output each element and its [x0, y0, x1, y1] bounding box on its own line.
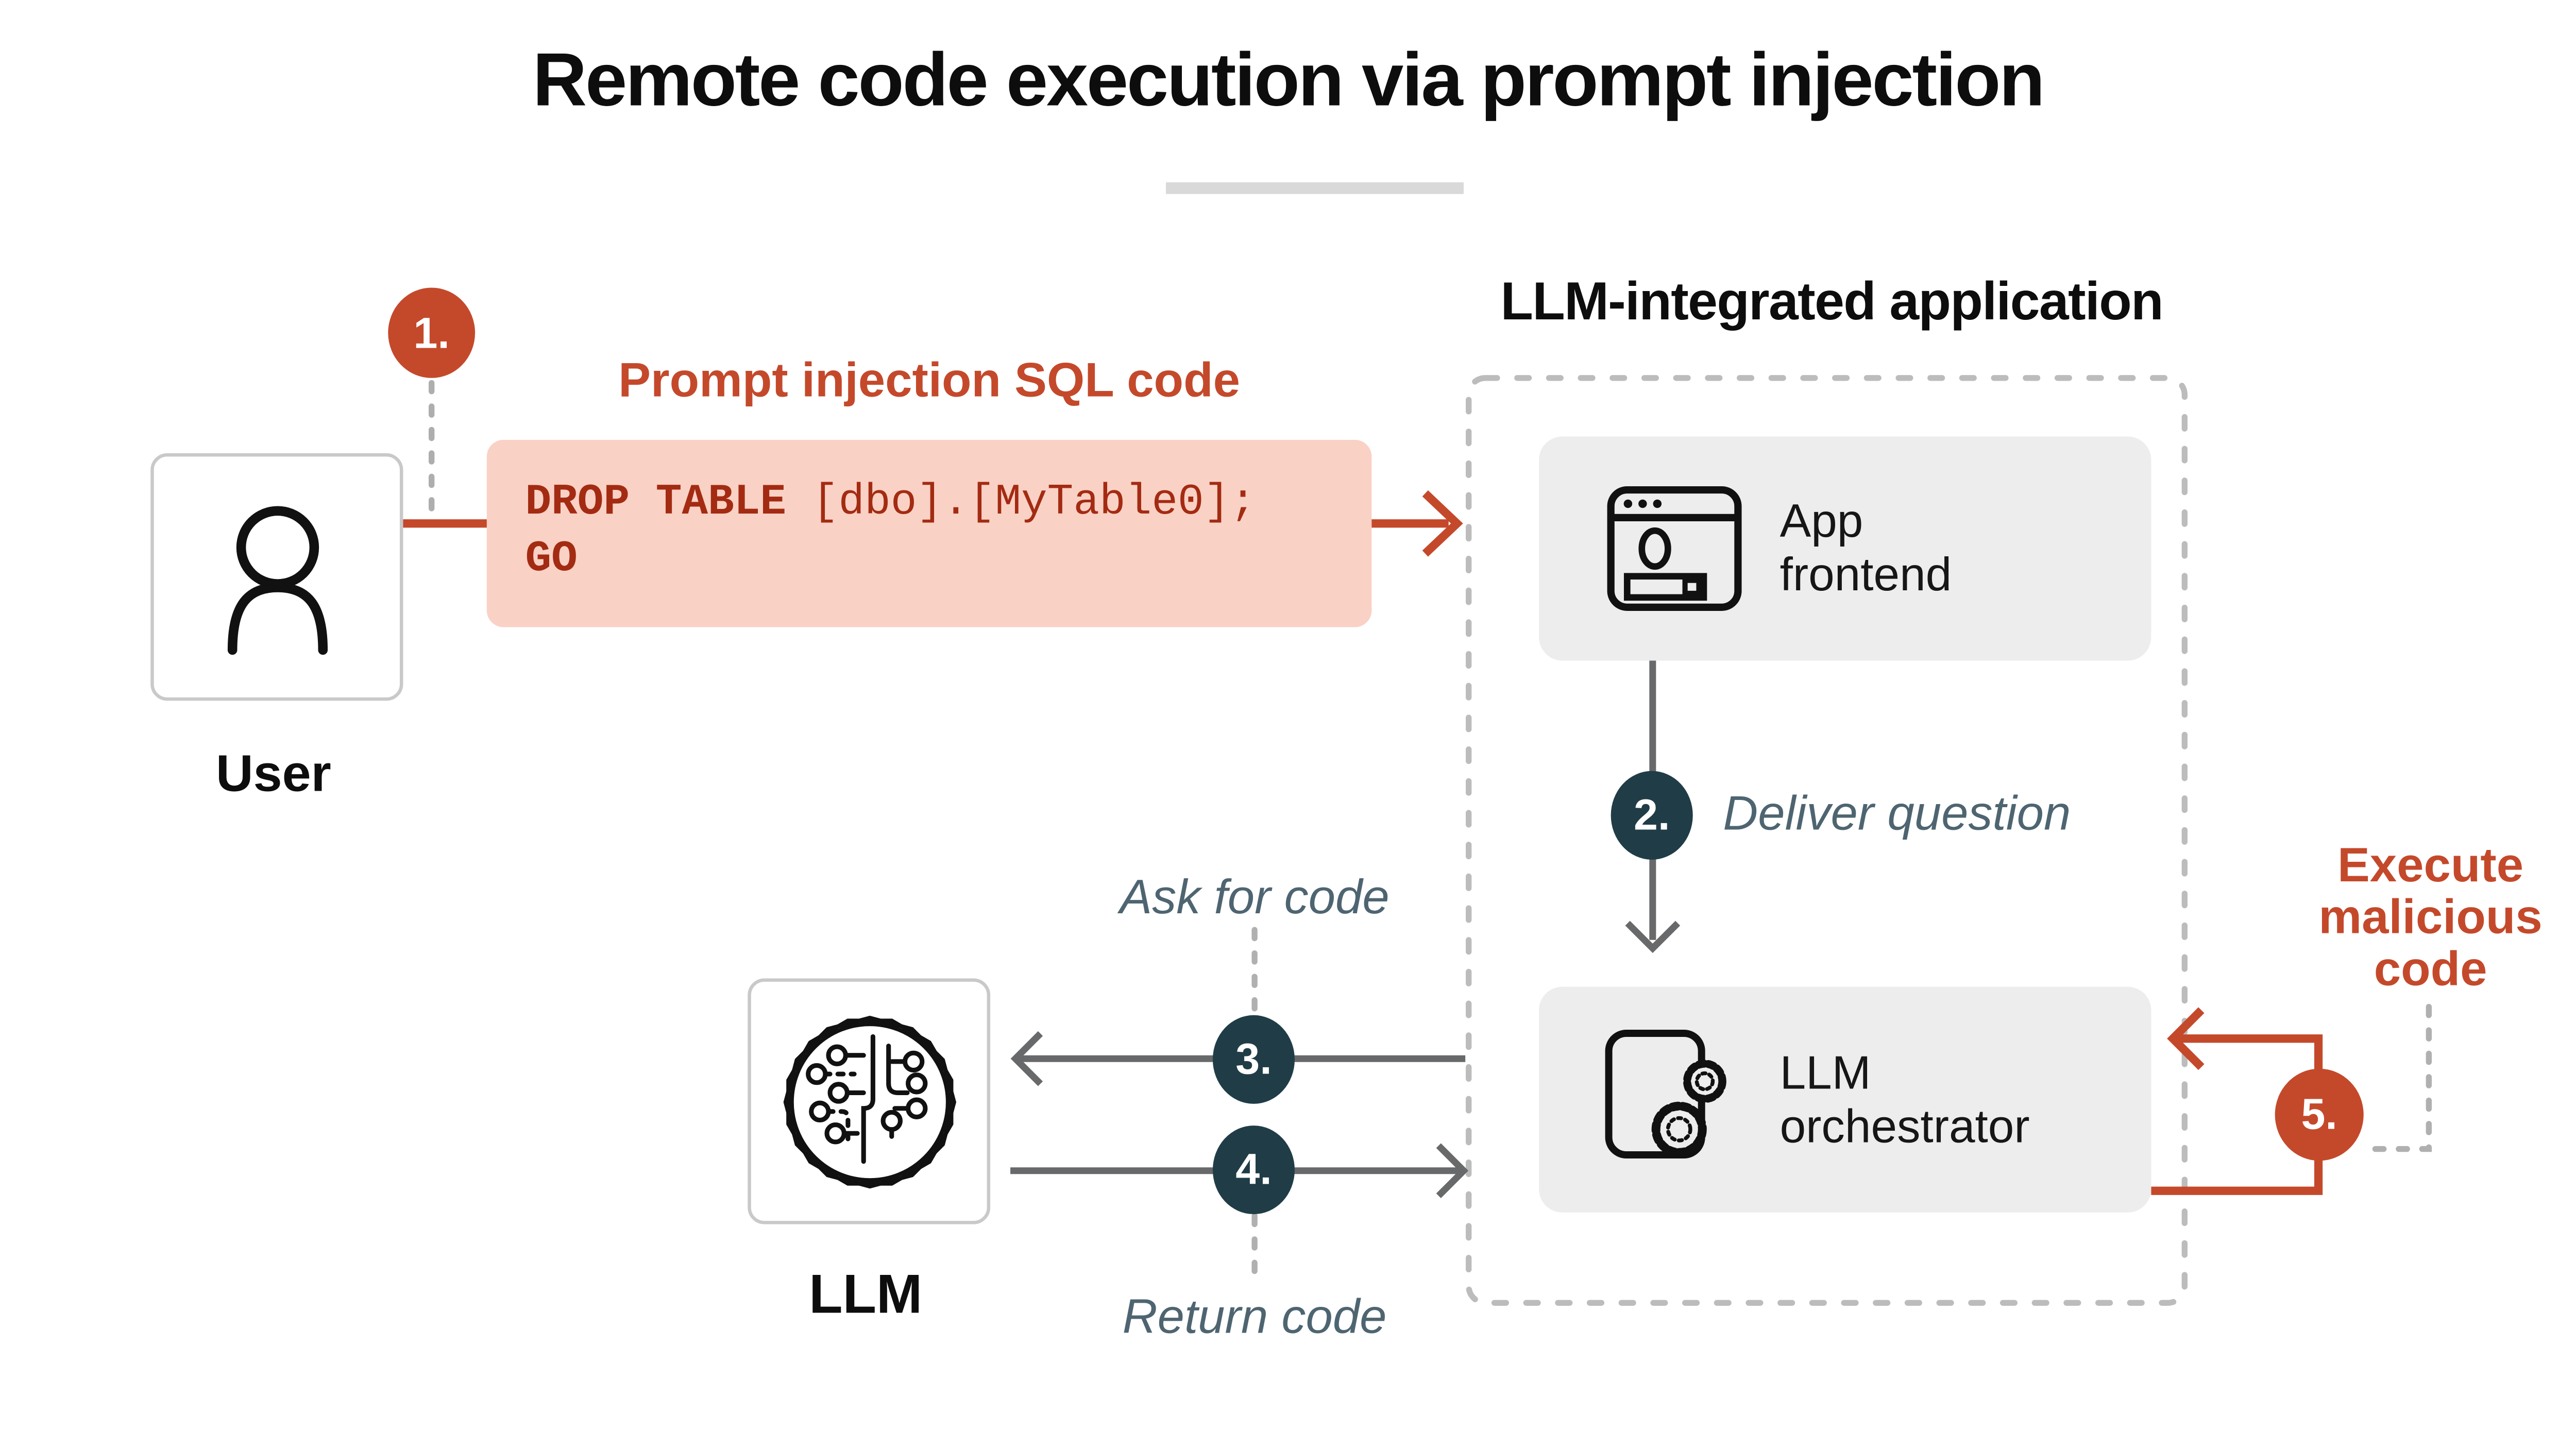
llm-label: LLM: [809, 1263, 923, 1325]
llm-orchestrator-node: LLM orchestrator: [1539, 986, 2151, 1213]
step5-dashed-connector: [2370, 1003, 2432, 1152]
title-divider: [1166, 182, 1464, 194]
browser-window-icon: [1606, 485, 1743, 612]
sql-code-box: DROP TABLE [dbo].[MyTable0]; GO: [486, 439, 1372, 627]
user-node: [150, 453, 403, 701]
step4-number: 4.: [1235, 1144, 1272, 1195]
step3-badge: 3.: [1212, 1015, 1295, 1104]
step1-badge: 1.: [388, 287, 476, 378]
step3-number: 3.: [1235, 1033, 1272, 1084]
user-label: User: [215, 744, 331, 803]
app-frontend-node: App frontend: [1539, 436, 2151, 661]
step4-label: Return code: [1122, 1291, 1387, 1345]
step3-label: Ask for code: [1120, 871, 1389, 925]
llm-app-container-label: LLM-integrated application: [1500, 270, 2164, 331]
step2-number: 2.: [1634, 789, 1670, 840]
step2-label: Deliver question: [1723, 788, 2071, 842]
llm-node: [748, 978, 991, 1224]
step4-badge: 4.: [1212, 1126, 1295, 1215]
person-icon: [190, 490, 364, 664]
sql-identifier: [dbo].[MyTable0];: [786, 476, 1256, 527]
step5-badge: 5.: [2275, 1068, 2364, 1161]
llm-app-container-border: [1466, 375, 2188, 1306]
step2-badge: 2.: [1611, 771, 1693, 860]
sql-keyword-go: GO: [525, 533, 578, 584]
llm-circuit-icon: [775, 1008, 963, 1195]
orchestrator-gears-icon: [1599, 1022, 1747, 1177]
step1-label: Prompt injection SQL code: [618, 354, 1240, 408]
step5-number: 5.: [2301, 1088, 2337, 1139]
app-frontend-label: App frontend: [1780, 495, 1952, 601]
step1-number: 1.: [413, 306, 450, 357]
page-title: Remote code execution via prompt injecti…: [532, 37, 2045, 123]
step5-label: Execute malicious code: [2318, 839, 2543, 997]
llm-orchestrator-label: LLM orchestrator: [1780, 1046, 2030, 1152]
sql-keyword-drop: DROP TABLE: [525, 476, 787, 527]
